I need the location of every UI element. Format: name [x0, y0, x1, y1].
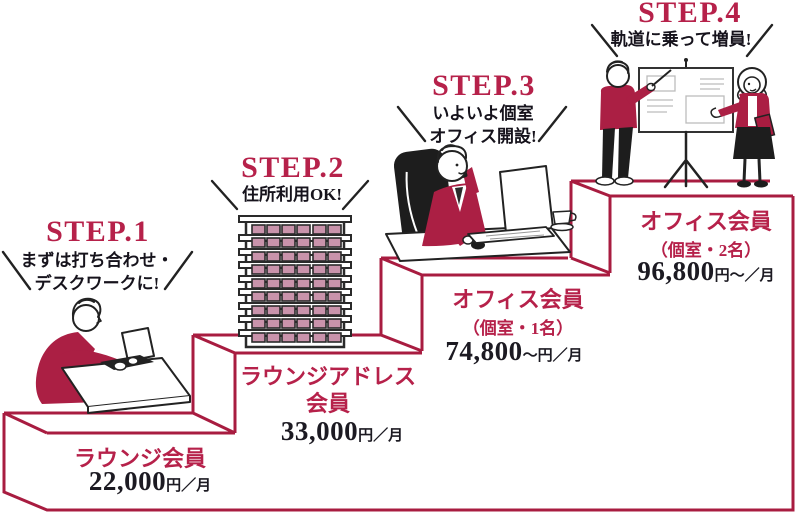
plan2-price-unit: 円／月 — [358, 428, 404, 444]
plan4-name: オフィス会員 （個室・2名） — [640, 209, 772, 263]
step1-tagline-line2: デスクワークに! — [34, 274, 160, 294]
plan3-price: 74,800〜円／月 — [445, 336, 582, 367]
step4-tagline-line1: 軌道に乗って増員! — [610, 30, 752, 49]
step2-tagline: 住所利用OK! — [242, 183, 342, 206]
step3-title: STEP.3 — [432, 69, 536, 102]
plan4-name-line1: オフィス会員 — [640, 209, 772, 234]
step2-title: STEP.2 — [241, 151, 345, 184]
building-illustration — [238, 215, 352, 349]
plan3-price-number: 74,800 — [445, 336, 523, 366]
plan4-price-unit: 円〜／月 — [714, 268, 775, 284]
step3-tagline-line2: オフィス開設! — [429, 127, 537, 147]
step3-tagline: いよいよ個室 オフィス開設! — [429, 102, 536, 149]
step4-title: STEP.4 — [638, 0, 742, 29]
plan3-name-line1: オフィス会員 — [452, 287, 584, 312]
plan1-price-number: 22,000 — [88, 466, 167, 496]
lounge-worker-illustration — [35, 297, 191, 414]
plan4-price-number: 96,800 — [637, 256, 715, 286]
plan1-price: 22,000円／月 — [89, 466, 211, 497]
plan2-price: 33,000円／月 — [281, 416, 403, 447]
meeting-illustration — [595, 58, 776, 189]
plan2-name-line1: ラウンジアドレス — [239, 364, 417, 389]
step1-title: STEP.1 — [46, 215, 150, 248]
step2-tagline-line1: 住所利用OK! — [241, 185, 343, 204]
plan4-name-line2: （個室・2名） — [650, 240, 762, 260]
step1-tagline: まずは打ち合わせ・ デスクワークに! — [21, 249, 174, 296]
plan2-name: ラウンジアドレス 会員 — [240, 364, 416, 418]
emphasis-slashes — [1, 23, 774, 291]
step3-tagline-line1: いよいよ個室 — [432, 104, 534, 123]
plan4-price: 96,800円〜／月 — [637, 256, 774, 287]
phone-worker-illustration — [385, 144, 577, 262]
plan3-price-unit: 〜円／月 — [522, 348, 583, 364]
plan1-price-unit: 円／月 — [166, 478, 212, 494]
plan2-price-number: 33,000 — [280, 416, 359, 446]
plan1-name-line1: ラウンジ会員 — [73, 446, 207, 471]
plan2-name-line2: 会員 — [305, 390, 351, 416]
plan3-name-line2: （個室・1名） — [462, 318, 574, 338]
plan3-name: オフィス会員 （個室・1名） — [452, 287, 584, 341]
step1-tagline-line1: まずは打ち合わせ・ — [20, 251, 174, 270]
step4-tagline: 軌道に乗って増員! — [611, 28, 752, 51]
plan1-name: ラウンジ会員 — [74, 446, 206, 473]
